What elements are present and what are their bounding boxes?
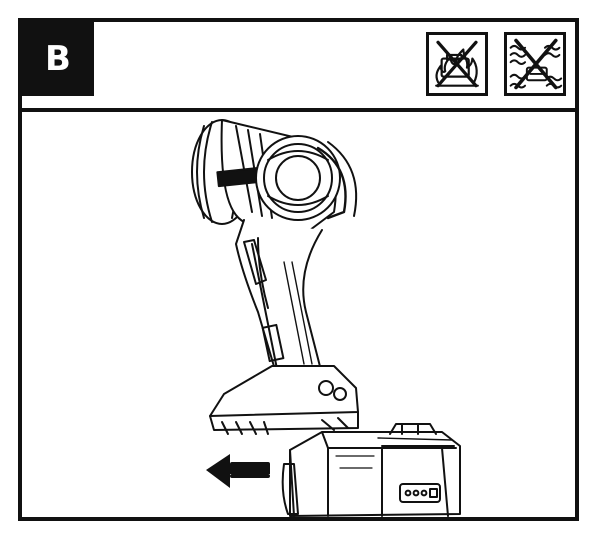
illustration-area — [22, 112, 575, 517]
no-fire-icon — [426, 32, 488, 96]
arrow-left-icon — [206, 454, 270, 488]
battery-pack-icon — [281, 423, 461, 517]
step-badge: B — [22, 22, 94, 96]
work-light-icon — [191, 119, 359, 435]
no-water-icon — [504, 32, 566, 96]
panel-header: B — [22, 22, 575, 112]
instruction-panel: B — [18, 18, 579, 521]
